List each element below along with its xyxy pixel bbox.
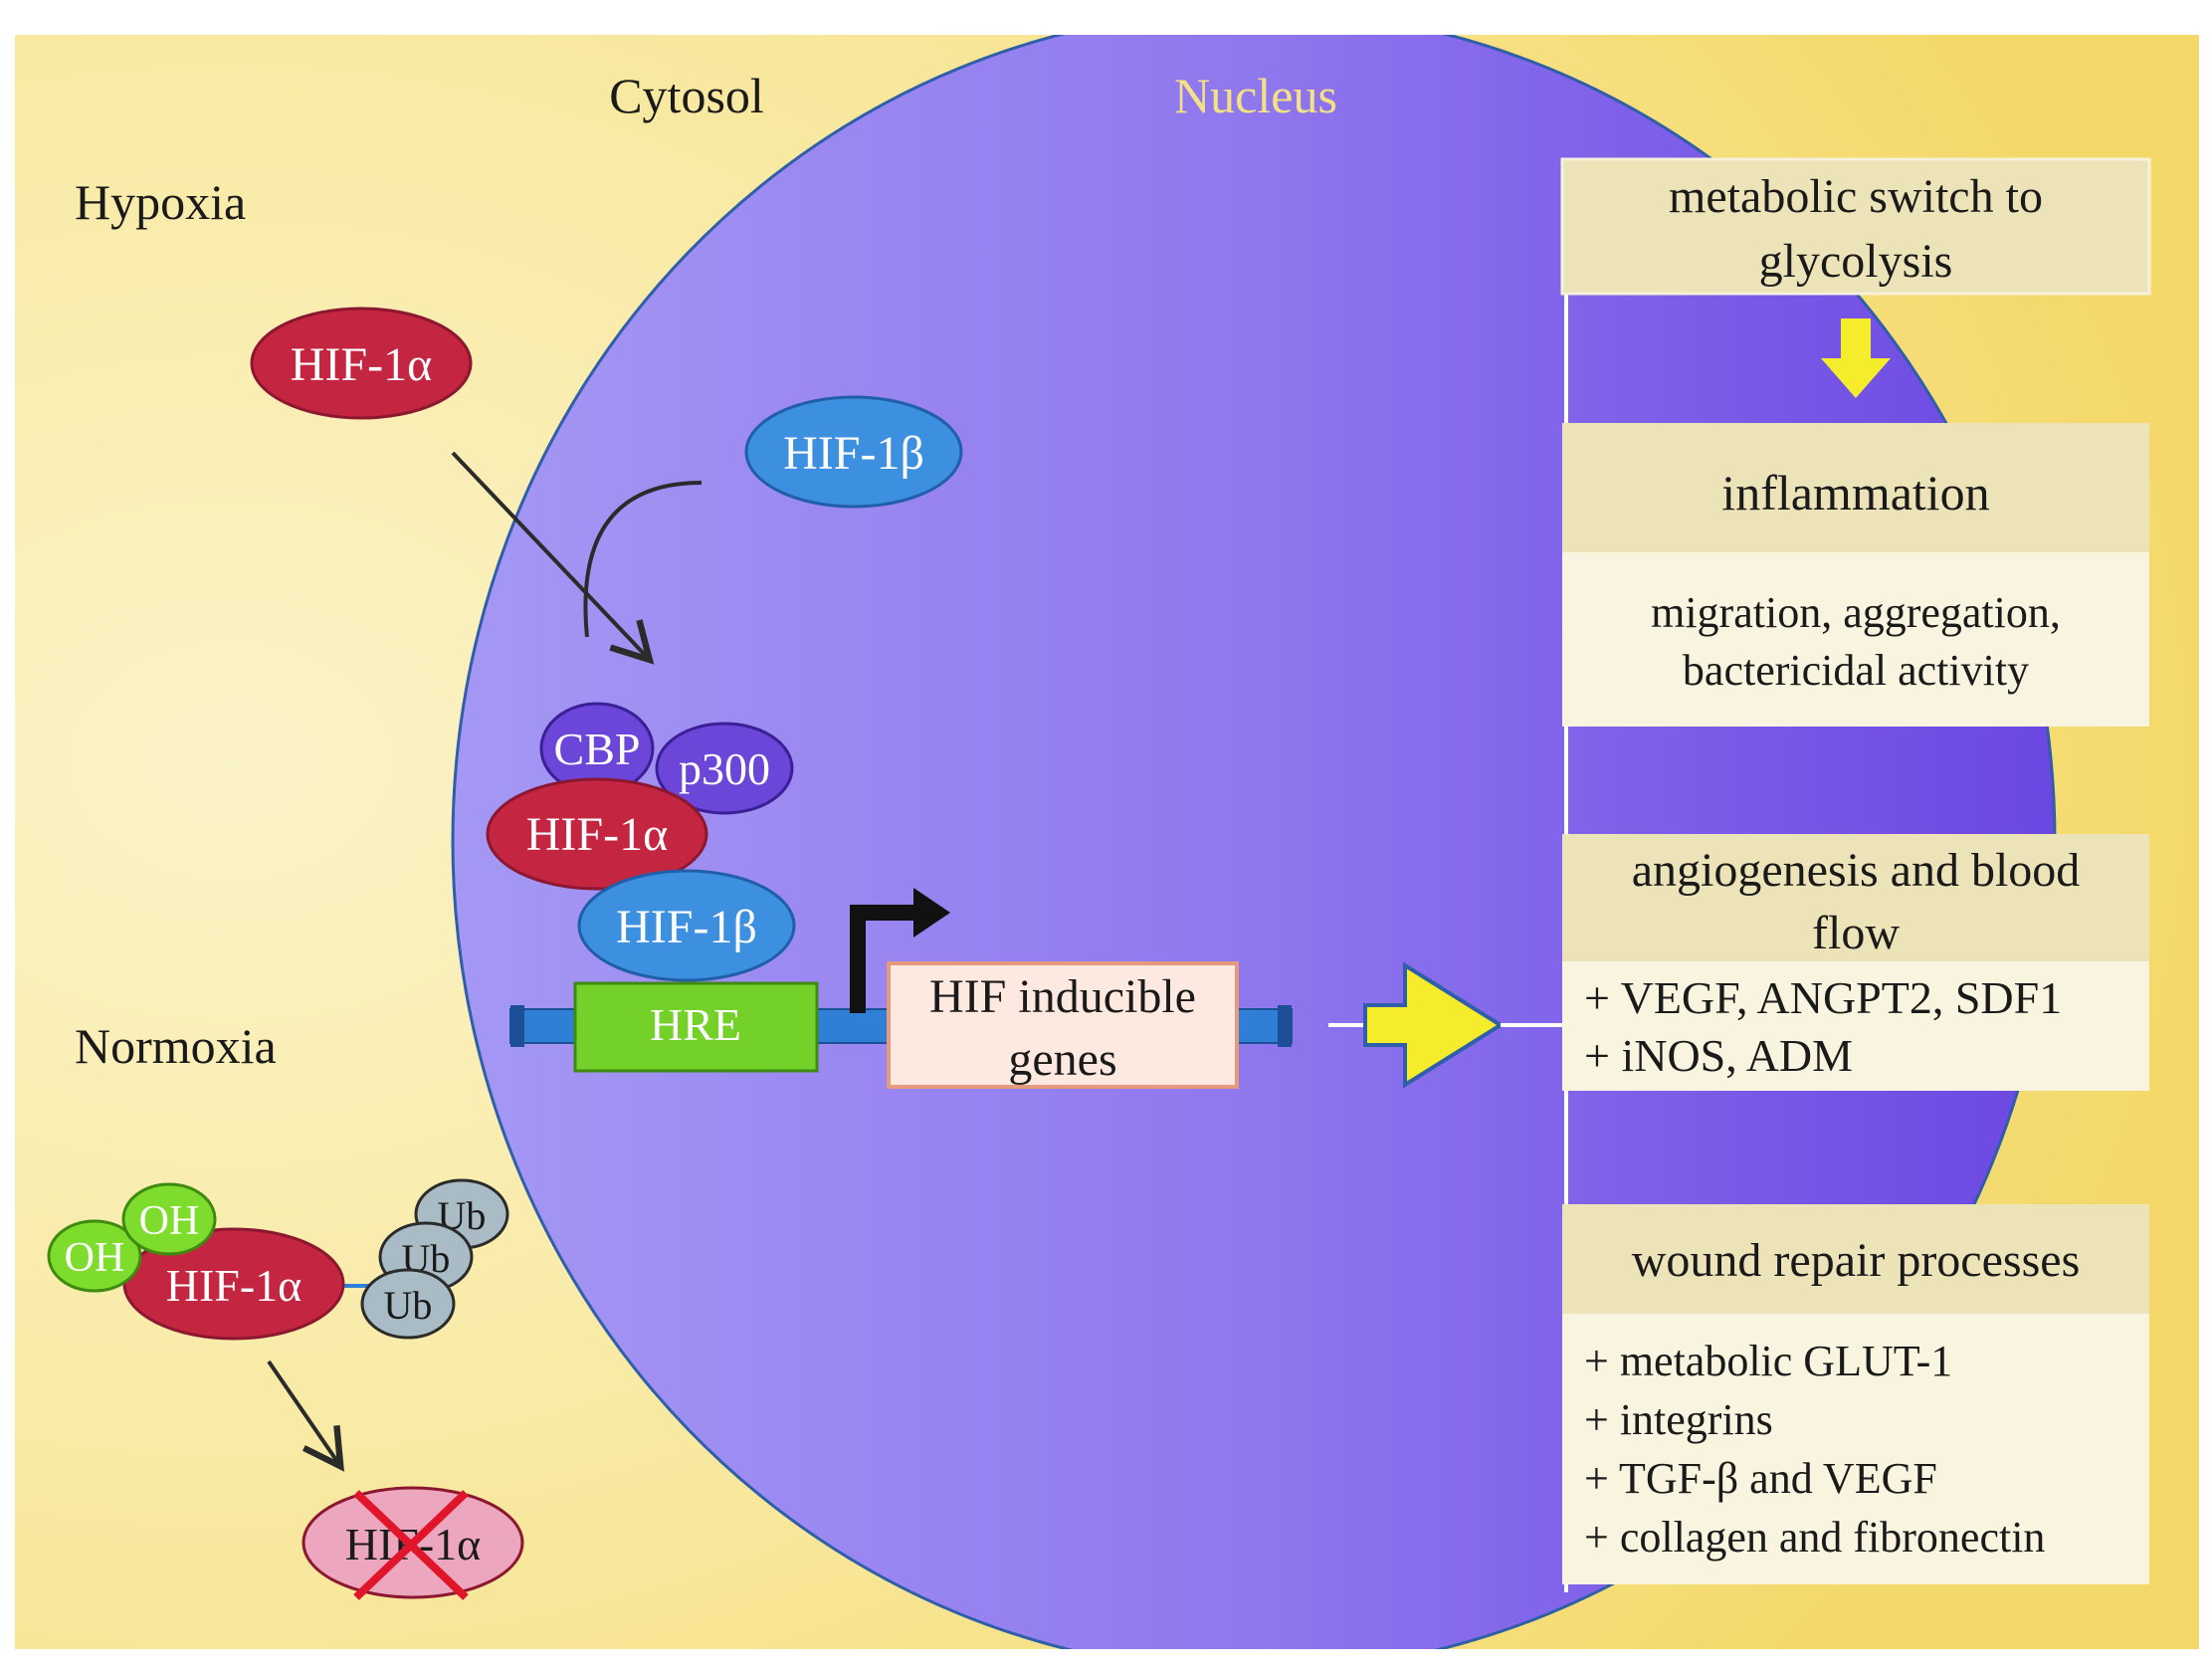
yellow-down-arrow-icon	[1821, 318, 1891, 398]
cbp-protein: CBP	[539, 702, 655, 795]
hif1b-complex: HIF-1β	[577, 869, 796, 982]
svg-text:migration, aggregation,: migration, aggregation,	[1651, 588, 2061, 637]
normoxia-label: Normoxia	[75, 1018, 277, 1074]
red-x-icon	[353, 1490, 469, 1600]
svg-text:+ integrins: + integrins	[1584, 1395, 1773, 1444]
angiogenesis-box: angiogenesis and blood flow + VEGF, ANGP…	[1562, 834, 2149, 1091]
svg-text:HIF-1β: HIF-1β	[616, 901, 757, 953]
hif1a-translocation-arrow	[451, 451, 655, 665]
svg-text:HRE: HRE	[650, 999, 741, 1050]
svg-text:HIF-1β: HIF-1β	[783, 427, 924, 480]
yellow-right-arrow-icon	[1363, 961, 1505, 1089]
svg-text:Ub: Ub	[384, 1283, 433, 1328]
inflammation-box: inflammation migration, aggregation, bac…	[1562, 423, 2149, 727]
svg-text:HIF-1α: HIF-1α	[166, 1260, 302, 1311]
svg-text:angiogenesis and blood: angiogenesis and blood	[1632, 844, 2081, 897]
svg-text:flow: flow	[1812, 907, 1900, 959]
wound-repair-box: wound repair processes + metabolic GLUT-…	[1562, 1204, 2149, 1584]
svg-text:metabolic switch to: metabolic switch to	[1669, 170, 2043, 223]
svg-text:HIF-1α: HIF-1α	[291, 338, 432, 391]
hre-element: HRE	[573, 981, 819, 1073]
nucleus-label: Nucleus	[1174, 68, 1337, 123]
oh-group-1: OH	[47, 1219, 142, 1293]
svg-text:+ TGF-β and VEGF: + TGF-β and VEGF	[1584, 1454, 1937, 1503]
svg-text:HIF inducible: HIF inducible	[929, 970, 1196, 1023]
svg-text:+ collagen and fibronectin: + collagen and fibronectin	[1584, 1513, 2045, 1562]
svg-text:+ VEGF, ANGPT2, SDF1: + VEGF, ANGPT2, SDF1	[1584, 972, 2062, 1023]
svg-text:p300: p300	[679, 743, 770, 794]
cytosol-label: Cytosol	[609, 68, 764, 123]
hypoxia-label: Hypoxia	[75, 174, 246, 230]
degradation-arrow	[267, 1359, 344, 1472]
svg-text:bactericidal activity: bactericidal activity	[1683, 646, 2029, 695]
hif-inducible-genes-box: HIF inducible genes	[887, 961, 1239, 1089]
svg-text:HIF-1α: HIF-1α	[526, 808, 668, 861]
oh-group-2: OH	[121, 1182, 217, 1256]
hif1b-binding-arrow	[583, 481, 703, 638]
svg-text:glycolysis: glycolysis	[1759, 235, 1953, 288]
hif1b-free: HIF-1β	[744, 395, 963, 509]
svg-text:CBP: CBP	[554, 724, 641, 774]
hif1a-free: HIF-1α	[250, 307, 473, 420]
bent-arrow-icon	[850, 888, 950, 1013]
svg-text:wound repair processes: wound repair processes	[1632, 1234, 2081, 1287]
svg-text:+ metabolic GLUT-1: + metabolic GLUT-1	[1584, 1337, 1952, 1385]
svg-text:OH: OH	[139, 1198, 200, 1244]
svg-text:+ iNOS, ADM: + iNOS, ADM	[1584, 1030, 1853, 1081]
metabolic-switch-box: metabolic switch to glycolysis	[1560, 157, 2151, 296]
svg-text:genes: genes	[1008, 1033, 1116, 1086]
hif1a-complex: HIF-1α	[486, 777, 708, 891]
svg-text:OH: OH	[65, 1235, 125, 1281]
svg-text:inflammation: inflammation	[1721, 465, 1989, 521]
ub-tag-3: Ub	[360, 1268, 456, 1340]
p300-protein: p300	[655, 722, 794, 815]
